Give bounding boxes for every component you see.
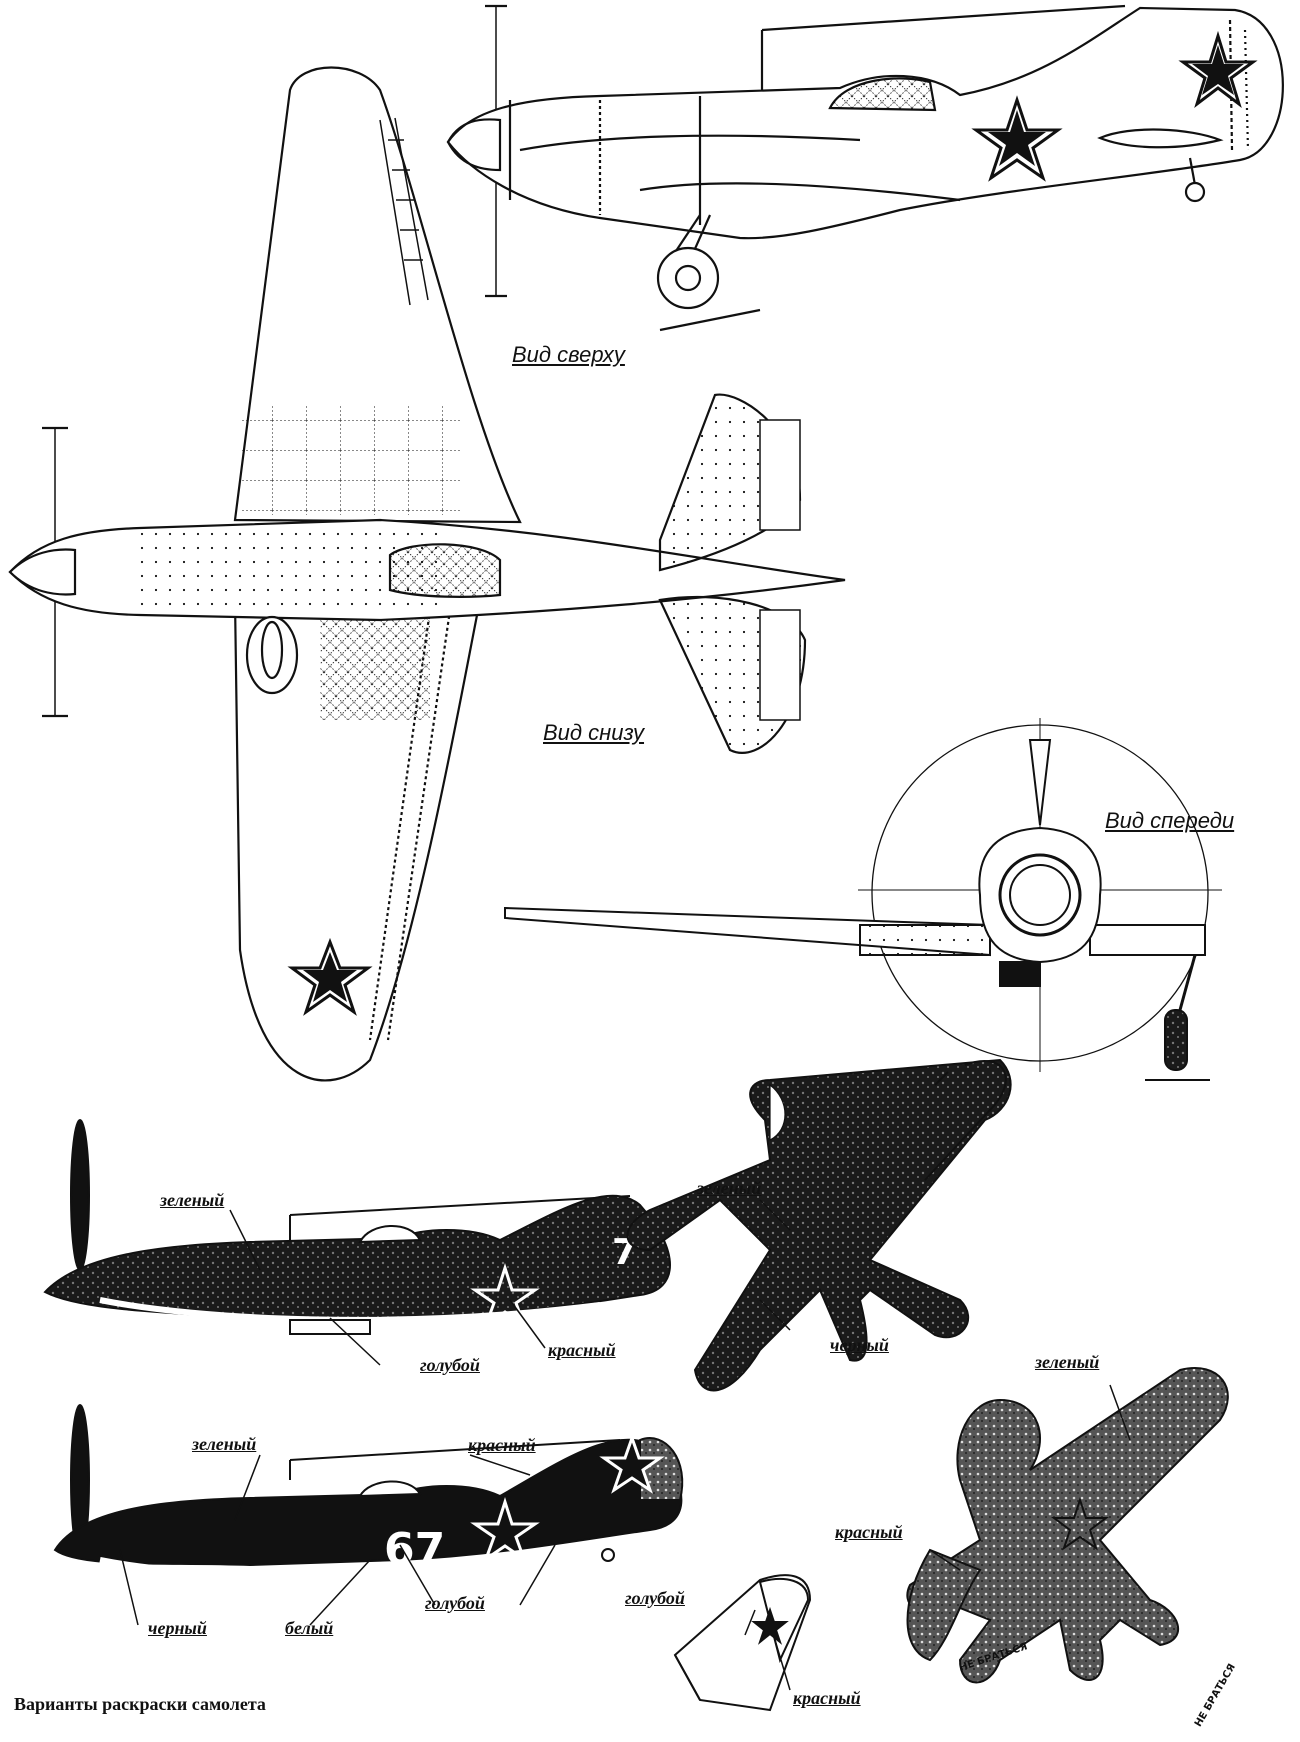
plan1-black-label: черный: [830, 1335, 889, 1355]
figure-caption: Варианты раскраски самолета: [14, 1694, 266, 1714]
scheme1-blue-label: голубой: [420, 1355, 480, 1375]
plan2-star: [1051, 1496, 1109, 1551]
scheme2-white-label: белый: [285, 1618, 334, 1638]
plan1-drawing: [626, 1058, 1012, 1392]
scheme2-green-label: зеленый: [192, 1434, 257, 1454]
side-view-drawing: [446, 4, 1284, 332]
plan2-red-label: красный: [835, 1522, 903, 1542]
plan1-green-label: зеленый: [697, 1178, 762, 1198]
fin-red-label: красный: [793, 1688, 861, 1708]
fin-blue-label: голубой: [625, 1588, 685, 1608]
plan-view-star: [287, 937, 373, 1016]
front-view-drawing: [504, 718, 1222, 1081]
scheme1-drawing: [43, 1119, 671, 1335]
fin-detail-drawing: [673, 1574, 812, 1712]
scheme2-black-label: черный: [148, 1618, 207, 1638]
scheme1-star: [470, 1263, 540, 1329]
top-view-label: Вид сверху: [512, 342, 625, 367]
leader-lines: [119, 1199, 1131, 1691]
scheme2-star-fuselage: [470, 1497, 540, 1563]
scheme2-red-label: красный: [468, 1435, 536, 1455]
front-view-label: Вид спереди: [1105, 808, 1235, 833]
plan-view-drawing: [8, 66, 846, 1082]
side-view-star-fuselage: [971, 95, 1063, 182]
scheme2-tail-number: 67: [384, 1524, 445, 1575]
scheme2-blue-label: голубой: [425, 1593, 485, 1613]
scheme2-star-fin: [599, 1433, 665, 1494]
plan2-drawing: [906, 1367, 1229, 1684]
bottom-view-label: Вид снизу: [543, 720, 645, 745]
side-view-star-fin: [1178, 30, 1258, 109]
scheme2-drawing: [53, 1404, 684, 1579]
plan2-green-label: зеленый: [1035, 1352, 1100, 1372]
scheme1-red-label: красный: [548, 1340, 616, 1360]
scheme1-green-label: зеленый: [160, 1190, 225, 1210]
